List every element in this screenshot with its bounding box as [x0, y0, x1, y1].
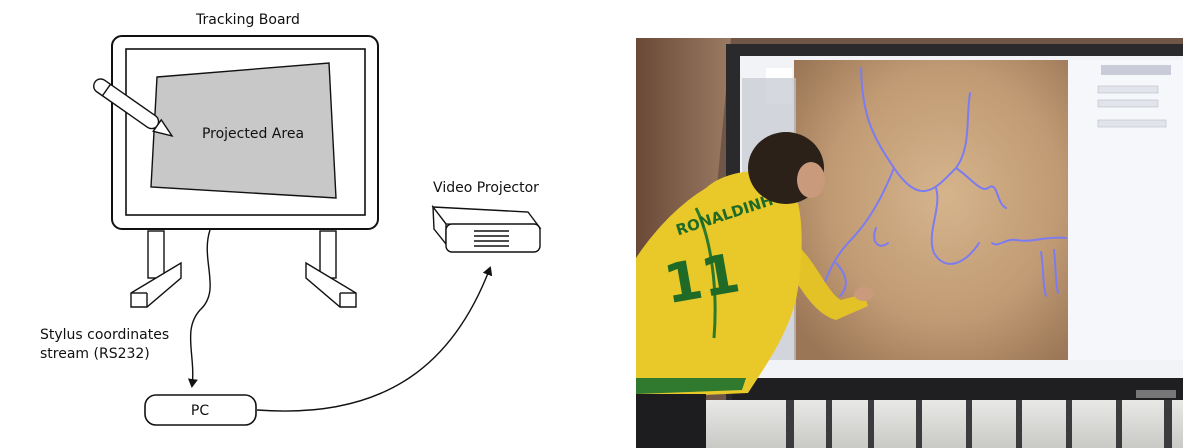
pc-label: PC — [191, 403, 209, 419]
system-diagram: Tracking Board Projected Area Stylus coo… — [0, 0, 620, 448]
stylus-stream-cable — [191, 230, 211, 386]
floor-area — [636, 400, 1183, 448]
classroom-photo: RONALDINHO 11 — [636, 38, 1183, 448]
board-right-leg — [306, 231, 356, 307]
stream-label-line2: stream (RS232) — [40, 346, 150, 362]
jersey-number: 11 — [659, 241, 744, 316]
video-signal-arrow — [257, 268, 490, 411]
board-left-leg — [131, 231, 181, 307]
software-side-panel — [1068, 60, 1183, 360]
tracking-board-title: Tracking Board — [195, 12, 300, 28]
video-projector-icon — [433, 207, 540, 252]
video-projector-label: Video Projector — [433, 180, 539, 196]
stream-label-line1: Stylus coordinates — [40, 327, 169, 343]
projected-area-label: Projected Area — [202, 126, 304, 142]
